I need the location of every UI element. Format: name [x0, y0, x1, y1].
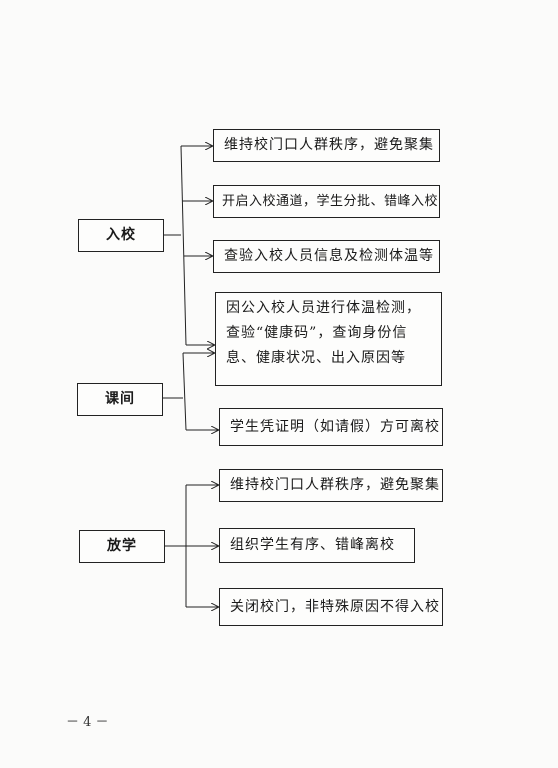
fangxue-step-1: 维持校门口人群秩序，避免聚集 [219, 469, 443, 502]
fangxue-step-2: 组织学生有序、错峰离校 [219, 528, 415, 563]
group-label-kejian: 课间 [77, 383, 163, 416]
ruxiao-step-2: 开启入校通道，学生分批、错峰入校 [213, 185, 440, 218]
ruxiao-step-4: 因公入校人员进行体温检测，查验“健康码”，查询身份信息、健康状况、出入原因等 [215, 292, 442, 386]
page-number: － 4 － [66, 715, 109, 730]
fangxue-step-3: 关闭校门，非特殊原因不得入校 [219, 588, 443, 626]
ruxiao-step-1: 维持校门口人群秩序，避免聚集 [213, 129, 440, 162]
group-label-fangxue: 放学 [79, 530, 165, 563]
ruxiao-step-3: 查验入校人员信息及检测体温等 [213, 240, 440, 273]
group-label-ruxiao: 入校 [78, 219, 164, 252]
kejian-step-1: 学生凭证明（如请假）方可离校 [219, 408, 443, 446]
